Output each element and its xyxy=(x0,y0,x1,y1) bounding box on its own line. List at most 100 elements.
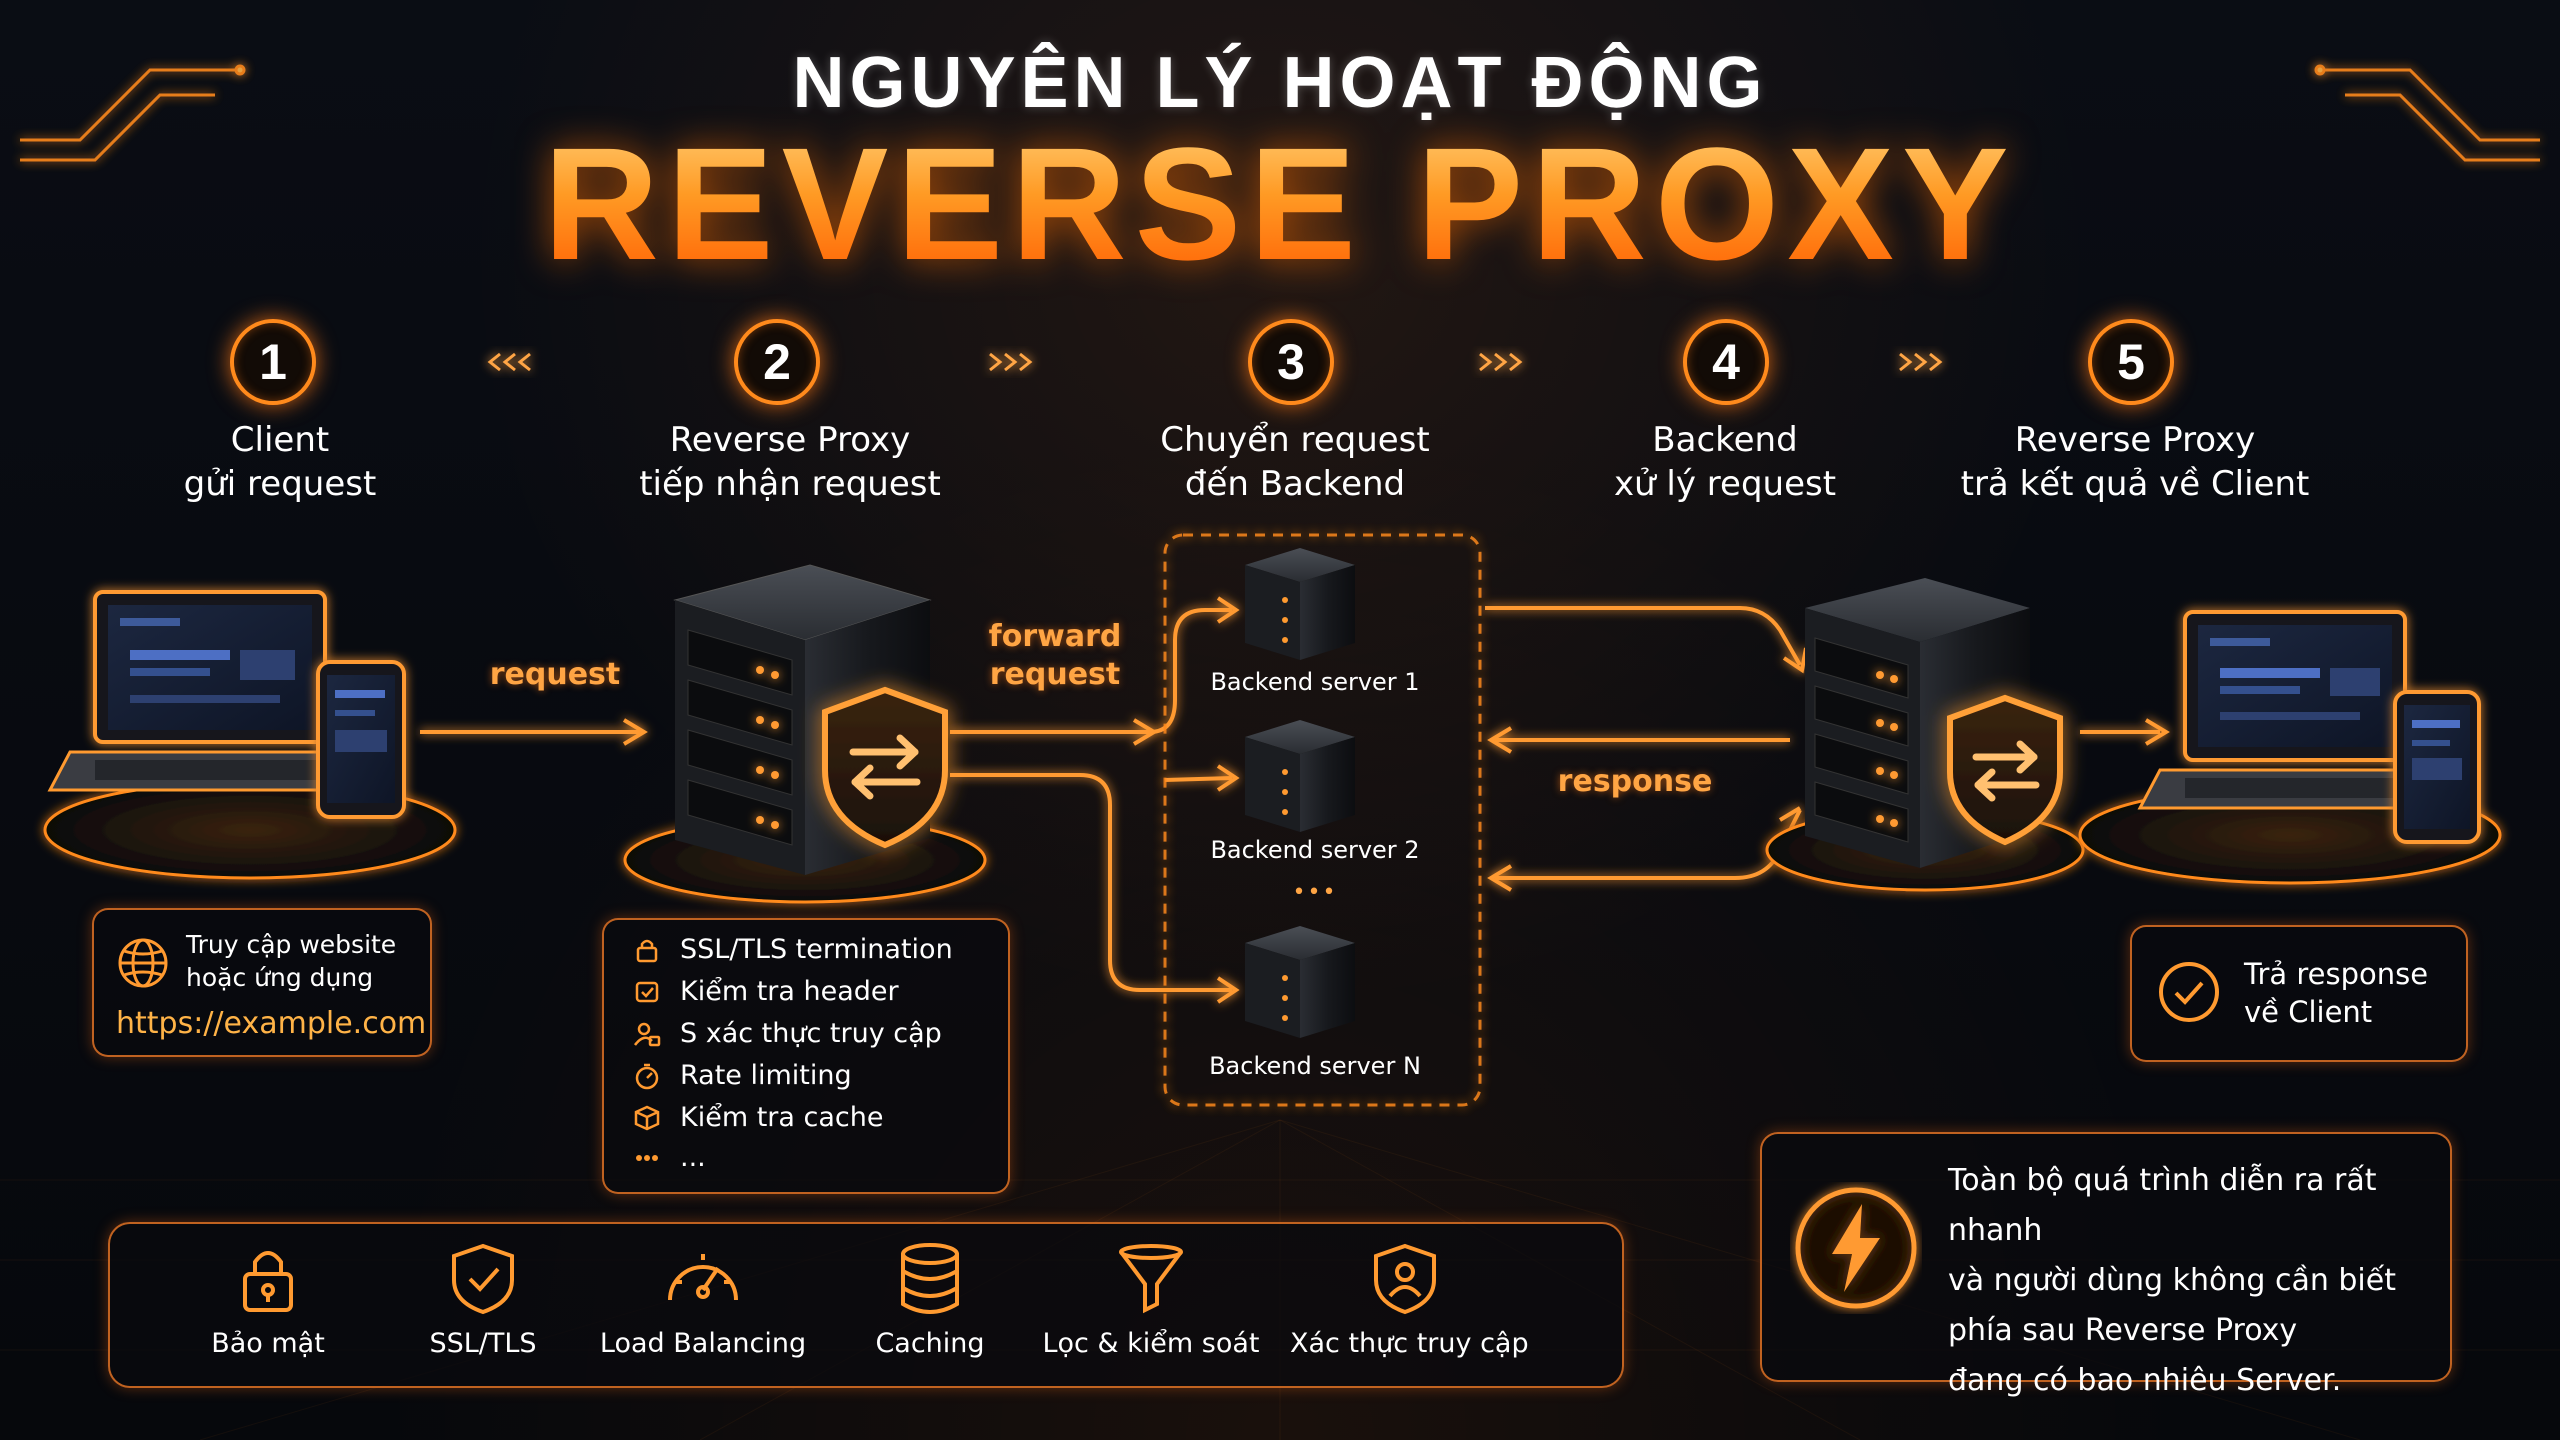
client-info-line2: hoặc ứng dụng xyxy=(186,963,374,992)
feature-label: Rate limiting xyxy=(680,1060,852,1091)
feature-rate-limiting: Rate limiting xyxy=(632,1060,852,1091)
response-line2: về Client xyxy=(2244,995,2373,1029)
shield-check-icon xyxy=(452,1243,514,1315)
backend-server-n-label: Backend server N xyxy=(1209,1052,1421,1080)
step-5-label: Reverse Proxy trả kết quả về Client xyxy=(1925,418,2345,506)
user-lock-icon xyxy=(634,1022,661,1046)
step-2-number: 2 xyxy=(734,319,820,405)
feature-more: ... xyxy=(632,1142,706,1173)
client-info-text: Truy cập website hoặc ứng dụng xyxy=(186,928,396,994)
client-info-line1: Truy cập website xyxy=(186,930,397,959)
step-5-line1: Reverse Proxy xyxy=(2014,420,2256,460)
database-icon xyxy=(901,1243,959,1314)
corner-circuit-left xyxy=(20,64,246,162)
timeline-chevrons xyxy=(487,352,1943,372)
capability-label: Caching xyxy=(875,1328,985,1359)
step-4-line2: xử lý request xyxy=(1613,464,1837,504)
reverse-proxy-server-right xyxy=(1765,578,2085,892)
backend-group-frame xyxy=(1163,533,1482,1107)
client-info-box: Truy cập website hoặc ứng dụng https://e… xyxy=(92,908,432,1057)
corner-circuit-right xyxy=(2314,64,2540,162)
proxy-shield-icon xyxy=(822,686,948,849)
capability-label: Load Balancing xyxy=(599,1328,807,1359)
step-1-line2: gửi request xyxy=(183,464,377,504)
backend-server-2-label: Backend server 2 xyxy=(1210,836,1420,864)
step-3-line1: Chuyển request xyxy=(1160,420,1430,460)
capabilities-bar: Bảo mật SSL/TLS Load Balancing Caching L… xyxy=(108,1222,1624,1388)
step-1-label: Client gửi request xyxy=(70,418,490,506)
backend-server-2-graphic xyxy=(1245,720,1355,832)
cache-icon xyxy=(634,1105,660,1130)
proxy-right-shield-icon xyxy=(1947,694,2063,846)
capability-ssl-tls: SSL/TLS xyxy=(368,1242,598,1359)
response-line1: Trả response xyxy=(2244,957,2429,991)
capability-caching: Caching xyxy=(815,1242,1045,1359)
summary-info-box: Toàn bộ quá trình diễn ra rất nhanh và n… xyxy=(1760,1132,2452,1398)
step-5-line2: trả kết quả về Client xyxy=(1960,464,2310,504)
response-info-text: Trả response về Client xyxy=(2244,955,2428,1031)
feature-cache-check: Kiểm tra cache xyxy=(632,1102,883,1133)
capability-label: SSL/TLS xyxy=(429,1328,537,1359)
title-main: REVERSE PROXY xyxy=(0,112,2560,296)
lock-icon xyxy=(636,939,658,962)
request-arrow xyxy=(420,718,648,746)
capability-load-balancing: Load Balancing xyxy=(588,1242,818,1359)
client-devices-right xyxy=(2078,610,2502,885)
capability-label: Bảo mật xyxy=(211,1328,325,1359)
capability-label: Xác thực truy cập xyxy=(1290,1328,1529,1359)
timer-icon xyxy=(635,1063,659,1089)
forward-line1: forward xyxy=(988,619,1122,654)
user-shield-icon xyxy=(1374,1243,1436,1315)
feature-ssl-tls-termination: SSL/TLS termination xyxy=(632,934,953,965)
summary-line-4: đang có bao nhiêu Server. xyxy=(1948,1363,2342,1398)
capability-security: Bảo mật xyxy=(153,1242,383,1359)
step-3-label: Chuyển request đến Backend xyxy=(1085,418,1505,506)
more-icon xyxy=(636,1154,658,1161)
padlock-icon xyxy=(243,1251,293,1312)
capability-access-auth: Xác thực truy cập xyxy=(1290,1242,1529,1359)
step-1-line1: Client xyxy=(230,420,330,460)
step-2-line1: Reverse Proxy xyxy=(669,420,911,460)
client-url-link[interactable]: https://example.com xyxy=(116,1006,427,1041)
globe-icon xyxy=(118,938,168,988)
capability-label: Lọc & kiểm soát xyxy=(1042,1328,1260,1359)
feature-header-check: Kiểm tra header xyxy=(632,976,899,1007)
feature-label: Kiểm tra header xyxy=(680,976,899,1007)
lightning-icon xyxy=(1795,1187,1917,1309)
step-3-number: 3 xyxy=(1248,319,1334,405)
check-circle-icon xyxy=(2159,962,2219,1022)
response-label: response xyxy=(1557,764,1713,799)
summary-line-3: phía sau Reverse Proxy xyxy=(1948,1313,2298,1348)
step-4-label: Backend xử lý request xyxy=(1515,418,1935,506)
step-4-number: 4 xyxy=(1683,319,1769,405)
response-arrows xyxy=(1485,606,1808,892)
backend-server-1-label: Backend server 1 xyxy=(1210,668,1420,696)
forward-line2: request xyxy=(989,657,1121,692)
backend-ellipsis: ••• xyxy=(1292,880,1338,905)
title-top: NGUYÊN LÝ HOẠT ĐỘNG xyxy=(792,43,1768,123)
step-5-number: 5 xyxy=(2088,319,2174,405)
feature-label: SSL/TLS termination xyxy=(680,934,953,965)
backend-server-n-graphic xyxy=(1245,926,1355,1038)
feature-label: ... xyxy=(680,1142,706,1173)
return-arrow xyxy=(2080,718,2170,746)
feature-label: S xác thực truy cập xyxy=(680,1018,942,1049)
step-4-line1: Backend xyxy=(1652,420,1798,460)
reverse-proxy-server xyxy=(623,564,987,904)
gauge-icon xyxy=(668,1254,738,1301)
summary-line-2: và người dùng không cần biết xyxy=(1948,1263,2396,1298)
proxy-features-box: SSL/TLS termination Kiểm tra header S xá… xyxy=(602,918,1010,1194)
summary-info-text: Toàn bộ quá trình diễn ra rất nhanh và n… xyxy=(1948,1156,2450,1406)
feature-label: Kiểm tra cache xyxy=(680,1102,884,1133)
capability-filter-control: Lọc & kiểm soát xyxy=(1036,1242,1266,1359)
backend-server-1-graphic xyxy=(1245,548,1355,660)
client-devices-left xyxy=(43,590,457,880)
forward-request-label: forward request xyxy=(980,618,1130,694)
step-1-number: 1 xyxy=(230,319,316,405)
feature-access-auth: S xác thực truy cập xyxy=(632,1018,942,1049)
request-label: request xyxy=(489,657,621,692)
step-2-label: Reverse Proxy tiếp nhận request xyxy=(580,418,1000,506)
step-2-line2: tiếp nhận request xyxy=(639,464,941,504)
